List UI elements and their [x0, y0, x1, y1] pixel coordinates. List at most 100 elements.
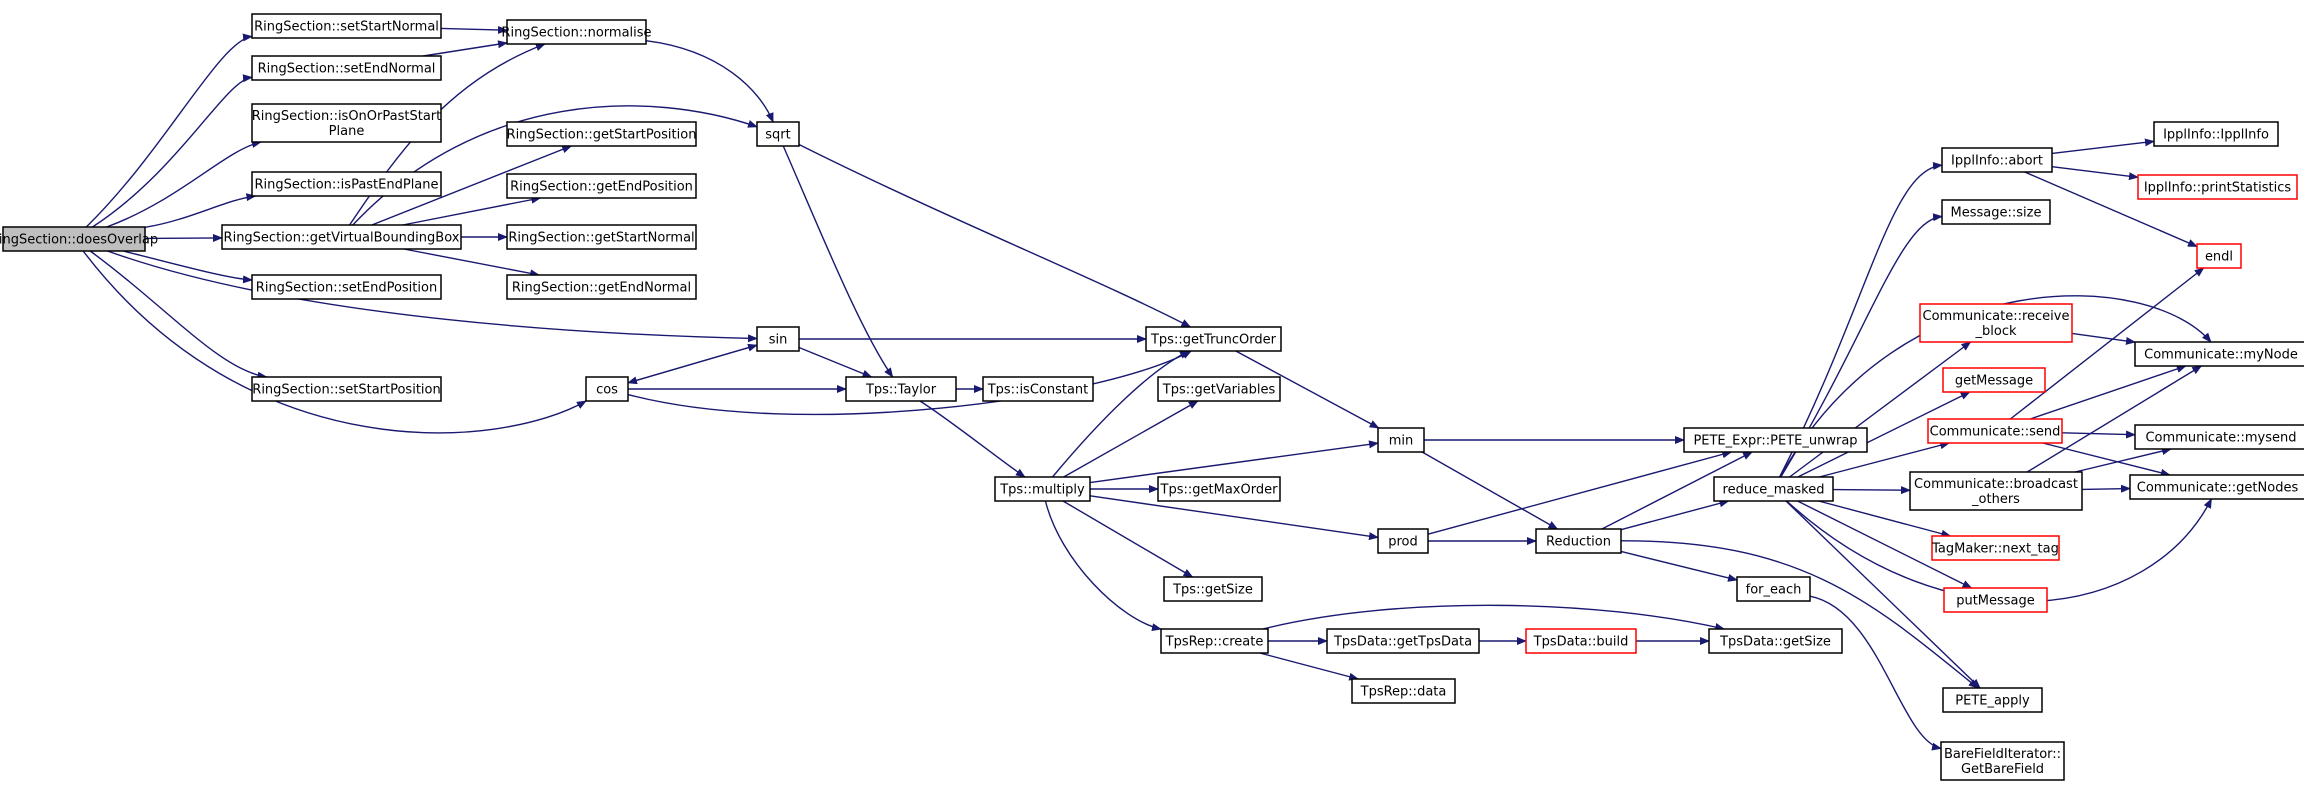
node-box [1940, 741, 2065, 781]
node-tpsdata-get-tpsdata[interactable]: TpsData::getTpsData [1326, 628, 1480, 654]
node-label: Communicate::getNodes [2137, 481, 2299, 496]
node-tps-get-trunc-order[interactable]: Tps::getTruncOrder [1145, 326, 1282, 352]
node-comm-get-nodes[interactable]: Communicate::getNodes [2129, 474, 2304, 500]
node-label: TpsData::build [1533, 635, 1629, 650]
node-label: Tps::isConstant [987, 383, 1089, 398]
edge-reduce_masked-to-comm_receive_block [1789, 341, 1972, 478]
node-box [585, 376, 629, 402]
node-tps-get-variables[interactable]: Tps::getVariables [1157, 376, 1281, 402]
edge-sqrt-to-tps_get_trunc_order [798, 143, 1192, 328]
node-set-end-normal[interactable]: RingSection::setEndNormal [251, 55, 442, 81]
node-ippl-info[interactable]: IpplInfo::IpplInfo [2153, 121, 2279, 147]
node-label: putMessage [1956, 594, 2035, 609]
node-cos[interactable]: cos [585, 376, 629, 402]
node-comm-my-node[interactable]: Communicate::myNode [2134, 341, 2304, 367]
node-tpsrep-data[interactable]: TpsRep::data [1351, 678, 1456, 704]
edge-tpsrep_create-to-tpsdata_get_size [1262, 604, 1726, 631]
node-box [1909, 471, 2083, 511]
node-is-past-end[interactable]: RingSection::isPastEndPlane [251, 171, 442, 197]
node-tpsdata-get-size[interactable]: TpsData::getSize [1708, 628, 1843, 654]
node-reduce-masked[interactable]: reduce_masked [1713, 476, 1834, 502]
edge-prod-to-pete_unwrap [1427, 450, 1733, 535]
node-set-start-normal[interactable]: RingSection::setStartNormal [251, 13, 442, 39]
node-box [2153, 121, 2279, 147]
node-label: Tps::multiply [999, 483, 1085, 498]
edge-does_overlap-to-set_end_position [122, 250, 253, 284]
edge-tps_multiply-to-tps_get_trunc_order [1051, 350, 1190, 478]
node-comm-receive-block[interactable]: Communicate::receive_block [1919, 303, 2073, 343]
node-label: reduce_masked [1723, 483, 1825, 498]
edge-reduce_masked-to-tagmaker_next [1818, 500, 1952, 538]
node-normalise[interactable]: RingSection::normalise [501, 19, 652, 45]
node-endl[interactable]: endl [2196, 243, 2242, 269]
node-label: PETE_Expr::PETE_unwrap [1693, 434, 1857, 449]
node-box [1931, 535, 2060, 561]
node-comm-send[interactable]: Communicate::send [1927, 418, 2063, 444]
edge-reduce_masked-to-get_message [1797, 391, 1971, 478]
node-box [1683, 427, 1868, 453]
edge-comm_send-to-endl [2009, 267, 2205, 420]
node-label: Communicate::myNode [2144, 348, 2298, 363]
edge-tpsrep_create-to-tpsrep_data [1259, 652, 1360, 681]
node-box [506, 19, 647, 45]
node-label: RingSection::doesOverlap [0, 233, 158, 248]
edge-reduce_masked-to-comm_send [1819, 441, 1951, 478]
node-tps-taylor[interactable]: Tps::Taylor [845, 376, 957, 402]
node-sqrt[interactable]: sqrt [756, 121, 800, 147]
node-tps-multiply[interactable]: Tps::multiply [994, 476, 1091, 502]
node-reduction[interactable]: Reduction [1535, 528, 1622, 554]
node-box [1157, 476, 1281, 502]
node-ippl-abort[interactable]: IpplInfo::abort [1941, 147, 2053, 173]
node-label: Communicate::broadcast [1914, 477, 2078, 492]
node-sin[interactable]: sin [756, 326, 800, 352]
node-get-end-normal[interactable]: RingSection::getEndNormal [506, 274, 697, 300]
node-get-end-position[interactable]: RingSection::getEndPosition [506, 173, 697, 199]
node-get-start-position[interactable]: RingSection::getStartPosition [506, 121, 697, 147]
node-get-start-normal[interactable]: RingSection::getStartNormal [506, 224, 697, 250]
node-label: TpsRep::create [1165, 635, 1264, 650]
node-label: sin [769, 333, 788, 348]
node-min[interactable]: min [1377, 427, 1425, 453]
node-ippl-print-stats[interactable]: IpplInfo::printStatistics [2137, 174, 2298, 200]
node-prod[interactable]: prod [1377, 528, 1429, 554]
node-label: TpsData::getTpsData [1333, 635, 1472, 650]
edge-tps_multiply-to-tps_get_size [1062, 500, 1194, 578]
node-label: Tps::getVariables [1162, 383, 1276, 398]
node-tps-get-size[interactable]: Tps::getSize [1163, 576, 1263, 602]
node-label: RingSection::setEndPosition [256, 281, 437, 296]
node-box [1525, 628, 1637, 654]
edge-reduce_masked-to-message_size [1780, 213, 1943, 478]
node-box [1927, 418, 2063, 444]
node-tagmaker-next[interactable]: TagMaker::next_tag [1931, 535, 2060, 561]
node-box [982, 376, 1094, 402]
node-set-start-position[interactable]: RingSection::setStartPosition [251, 376, 442, 402]
node-box [1736, 576, 1811, 602]
node-label: BareFieldIterator:: [1944, 747, 2061, 762]
node-box [506, 121, 697, 147]
node-pete-apply[interactable]: PETE_apply [1942, 687, 2043, 713]
node-tps-is-constant[interactable]: Tps::isConstant [982, 376, 1094, 402]
node-bare-field[interactable]: BareFieldIterator::GetBareField [1940, 741, 2065, 781]
node-does-overlap[interactable]: RingSection::doesOverlap [0, 226, 158, 252]
node-tpsdata-build[interactable]: TpsData::build [1525, 628, 1637, 654]
node-box [251, 13, 442, 39]
node-label: Message::size [1951, 206, 2042, 221]
node-tps-get-max-order[interactable]: Tps::getMaxOrder [1157, 476, 1281, 502]
node-get-vbb[interactable]: RingSection::getVirtualBoundingBox [221, 224, 462, 250]
edge-sin-to-tps_taylor [798, 346, 873, 378]
node-comm-mysend[interactable]: Communicate::mysend [2134, 424, 2304, 450]
node-put-message[interactable]: putMessage [1943, 587, 2048, 613]
node-box [1942, 367, 2046, 393]
node-set-end-position[interactable]: RingSection::setEndPosition [251, 274, 442, 300]
node-message-size[interactable]: Message::size [1941, 199, 2051, 225]
node-get-message[interactable]: getMessage [1942, 367, 2046, 393]
node-comm-broadcast[interactable]: Communicate::broadcast_others [1909, 471, 2083, 511]
node-label: Tps::getTruncOrder [1150, 333, 1277, 348]
edge-get_vbb-to-get_end_normal [403, 248, 541, 278]
node-for-each[interactable]: for_each [1736, 576, 1811, 602]
node-tpsrep-create[interactable]: TpsRep::create [1160, 628, 1269, 654]
node-pete-unwrap[interactable]: PETE_Expr::PETE_unwrap [1683, 427, 1868, 453]
node-label: Tps::getMaxOrder [1160, 483, 1279, 498]
node-box [1941, 199, 2051, 225]
